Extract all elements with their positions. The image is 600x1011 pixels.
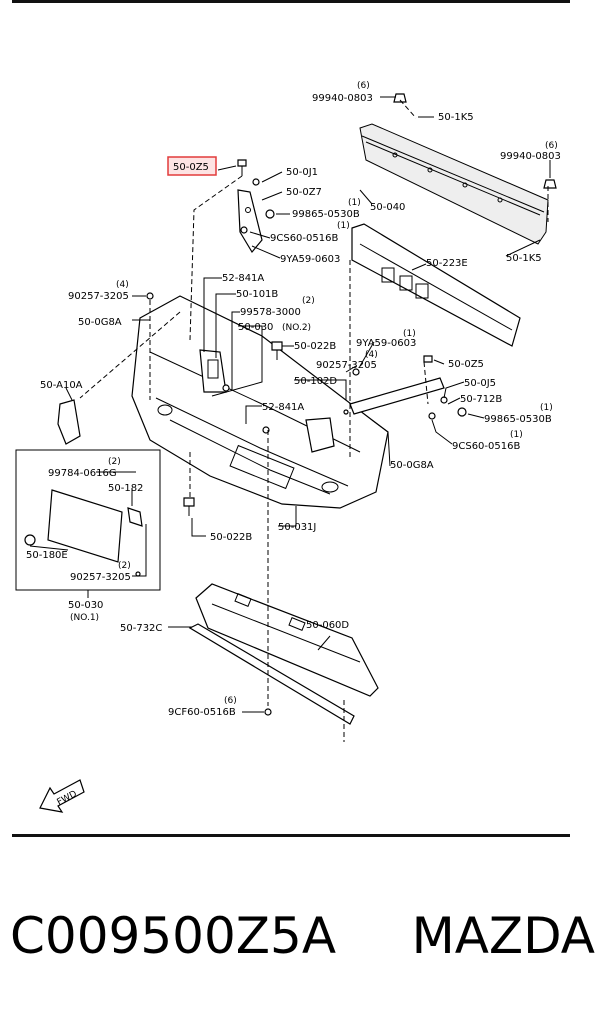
part-label: 50-1K5 [506, 253, 542, 264]
part-label: 9YA59-0603 [280, 254, 340, 265]
top-rule [12, 0, 570, 3]
part-label: 50-0J5 [464, 378, 496, 389]
side-bracket-right [349, 377, 445, 415]
qty-label: (4) [116, 280, 129, 290]
qty-label: (1) [337, 221, 350, 231]
part-label: (NO.2) [282, 323, 311, 333]
under-cover [195, 583, 379, 697]
part-labels: (6) 99940-0803 50-1K5 (6) 99940-0803 50-… [26, 81, 561, 718]
part-label: 50-030 [238, 322, 273, 333]
part-label: 99940-0803 [312, 93, 373, 104]
side-bracket-left [237, 189, 263, 254]
qty-label: (6) [545, 141, 558, 151]
part-label: 99865-0530B [292, 209, 360, 220]
bumper-absorber [351, 223, 521, 347]
part-label: 90257-3205 [70, 572, 131, 583]
bumper-reinforcement [359, 123, 549, 245]
part-label: 50-180E [26, 550, 68, 561]
qty-label: (1) [348, 198, 361, 208]
part-label: 50-732C [120, 623, 162, 634]
qty-label: (2) [302, 296, 315, 306]
qty-label: (4) [365, 350, 378, 360]
part-label: 50-1K5 [438, 112, 474, 123]
part-label: 50-712B [460, 394, 502, 405]
part-caption: C009500Z5A MAZDA [10, 896, 595, 976]
exploded-parts-diagram: (6) 99940-0803 50-1K5 (6) 99940-0803 50-… [15, 81, 561, 813]
part-label: 52-841A [262, 402, 304, 413]
part-label: 50-022B [210, 532, 252, 543]
part-label: 50-102D [294, 376, 337, 387]
bottom-rule [12, 834, 570, 837]
air-deflector [188, 623, 355, 725]
part-label: 50-101B [236, 289, 278, 300]
part-label: 9YA59-0603 [356, 338, 416, 349]
part-label: 99940-0803 [500, 151, 561, 162]
part-number: C009500Z5A [10, 907, 337, 965]
part-label: 9CS60-0516B [270, 233, 338, 244]
part-label: 9CS60-0516B [452, 441, 520, 452]
front-bumper-cover [131, 295, 389, 509]
part-label: 9CF60-0516B [168, 707, 236, 718]
part-label: 50-031J [278, 522, 316, 533]
alignment-lines [79, 99, 549, 742]
qty-label: (1) [403, 329, 416, 339]
part-label: 50-0J1 [286, 167, 318, 178]
qty-label: (2) [108, 457, 121, 467]
part-label: 50-0Z7 [286, 187, 322, 198]
forward-direction-arrow: FWD [39, 779, 85, 813]
part-label: 52-841A [222, 273, 264, 284]
highlighted-part-label: 50-0Z5 [173, 162, 209, 173]
part-label: 50-060D [306, 620, 349, 631]
part-label: 50-030 [68, 600, 103, 611]
qty-label: (1) [510, 430, 523, 440]
part-label: 50-040 [370, 202, 405, 213]
part-label: 50-0G8A [78, 317, 122, 328]
qty-label: (2) [118, 561, 131, 571]
part-label: 50-182 [108, 483, 143, 494]
brand-name: MAZDA [411, 907, 595, 965]
part-label: 90257-3205 [68, 291, 129, 302]
part-label: 50-0Z5 [448, 359, 484, 370]
fog-bracket-left [199, 349, 227, 393]
side-spacer-left [57, 399, 81, 445]
part-label: 50-A10A [40, 380, 83, 391]
part-label: 90257-3205 [316, 360, 377, 371]
part-label: 50-223E [426, 258, 468, 269]
leader-lines [29, 96, 551, 713]
qty-label: (6) [224, 696, 237, 706]
qty-label: (6) [357, 81, 370, 91]
fog-bracket-right [305, 417, 335, 453]
part-label: 99784-0616G [48, 468, 117, 479]
qty-label: (1) [540, 403, 553, 413]
part-label: 50-022B [294, 341, 336, 352]
part-label: 50-0G8A [390, 460, 434, 471]
part-label: (NO.1) [70, 613, 99, 623]
part-label: 99865-0530B [484, 414, 552, 425]
highlighted-part-box [167, 156, 217, 176]
part-label: 99578-3000 [240, 307, 301, 318]
